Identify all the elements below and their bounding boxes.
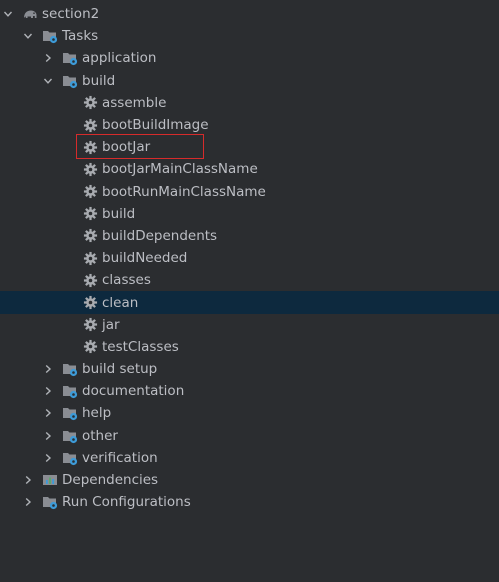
- gear-icon: [82, 139, 98, 155]
- task-folder-icon: [62, 50, 78, 66]
- task-bootjarmainclassname[interactable]: bootJarMainClassName: [0, 158, 499, 180]
- tree-node-label: build setup: [82, 361, 158, 378]
- gear-icon: [82, 161, 98, 177]
- tree-node-build-setup[interactable]: build setup: [0, 358, 499, 380]
- chevron-down-icon[interactable]: [22, 30, 34, 42]
- task-label: bootBuildImage: [102, 117, 209, 134]
- dependencies-icon: [42, 472, 58, 488]
- run-configurations-icon: [42, 494, 58, 510]
- task-builddependents[interactable]: buildDependents: [0, 225, 499, 247]
- tree-node-build[interactable]: build: [0, 70, 499, 92]
- task-folder-icon: [62, 405, 78, 421]
- task-assemble[interactable]: assemble: [0, 92, 499, 114]
- task-classes[interactable]: classes: [0, 269, 499, 291]
- tree-node-other[interactable]: other: [0, 425, 499, 447]
- gear-icon: [82, 250, 98, 266]
- tree-node-label: other: [82, 427, 118, 444]
- chevron-right-icon[interactable]: [42, 430, 54, 442]
- tree-node-label: verification: [82, 449, 158, 466]
- tree-node-verification[interactable]: verification: [0, 447, 499, 469]
- task-clean[interactable]: clean: [0, 291, 499, 314]
- tree-node-dependencies[interactable]: Dependencies: [0, 469, 499, 491]
- tree-node-help[interactable]: help: [0, 402, 499, 424]
- gear-icon: [82, 184, 98, 200]
- gradle-tool-window-tree: section2 Tasks application build assembl…: [0, 3, 499, 513]
- task-folder-icon: [62, 361, 78, 377]
- task-label: bootJar: [102, 139, 151, 156]
- task-folder-icon: [62, 73, 78, 89]
- task-label: buildDependents: [102, 227, 218, 244]
- elephant-icon: [22, 6, 38, 22]
- task-folder-icon: [42, 28, 58, 44]
- gear-icon: [82, 117, 98, 133]
- tree-node-label: Tasks: [62, 28, 99, 45]
- chevron-down-icon[interactable]: [42, 75, 54, 87]
- task-testclasses[interactable]: testClasses: [0, 336, 499, 358]
- gear-icon: [82, 95, 98, 111]
- task-label: bootJarMainClassName: [102, 161, 258, 178]
- gear-icon: [82, 228, 98, 244]
- tree-node-application[interactable]: application: [0, 47, 499, 69]
- task-label: assemble: [102, 94, 167, 111]
- chevron-right-icon[interactable]: [42, 385, 54, 397]
- chevron-right-icon[interactable]: [42, 407, 54, 419]
- tree-node-label: application: [82, 50, 157, 67]
- tree-node-label: build: [82, 72, 116, 89]
- tree-node-root[interactable]: section2: [0, 3, 499, 25]
- task-label: clean: [102, 294, 139, 311]
- chevron-right-icon[interactable]: [42, 452, 54, 464]
- tree-node-run-configurations[interactable]: Run Configurations: [0, 491, 499, 513]
- task-jar[interactable]: jar: [0, 314, 499, 336]
- tree-node-label: help: [82, 405, 112, 422]
- task-label: classes: [102, 272, 151, 289]
- task-build[interactable]: build: [0, 203, 499, 225]
- gear-icon: [82, 339, 98, 355]
- chevron-right-icon[interactable]: [42, 52, 54, 64]
- tree-node-label: Dependencies: [62, 472, 159, 489]
- chevron-right-icon[interactable]: [42, 363, 54, 375]
- task-label: buildNeeded: [102, 250, 188, 267]
- gear-icon: [82, 317, 98, 333]
- gear-icon: [82, 295, 98, 311]
- task-label: bootRunMainClassName: [102, 183, 266, 200]
- task-bootrunmainclassname[interactable]: bootRunMainClassName: [0, 181, 499, 203]
- gear-icon: [82, 206, 98, 222]
- gear-icon: [82, 272, 98, 288]
- task-bootjar[interactable]: bootJar: [0, 136, 499, 158]
- task-folder-icon: [62, 428, 78, 444]
- tree-node-label: Run Configurations: [62, 494, 191, 511]
- task-label: jar: [102, 316, 120, 333]
- task-bootbuildimage[interactable]: bootBuildImage: [0, 114, 499, 136]
- tree-node-label: section2: [42, 6, 100, 23]
- chevron-down-icon[interactable]: [2, 8, 14, 20]
- task-buildneeded[interactable]: buildNeeded: [0, 247, 499, 269]
- tree-node-documentation[interactable]: documentation: [0, 380, 499, 402]
- task-folder-icon: [62, 383, 78, 399]
- tree-node-tasks[interactable]: Tasks: [0, 25, 499, 47]
- tree-node-label: documentation: [82, 383, 185, 400]
- task-label: testClasses: [102, 338, 179, 355]
- chevron-right-icon[interactable]: [22, 496, 34, 508]
- task-folder-icon: [62, 450, 78, 466]
- task-label: build: [102, 205, 136, 222]
- chevron-right-icon[interactable]: [22, 474, 34, 486]
